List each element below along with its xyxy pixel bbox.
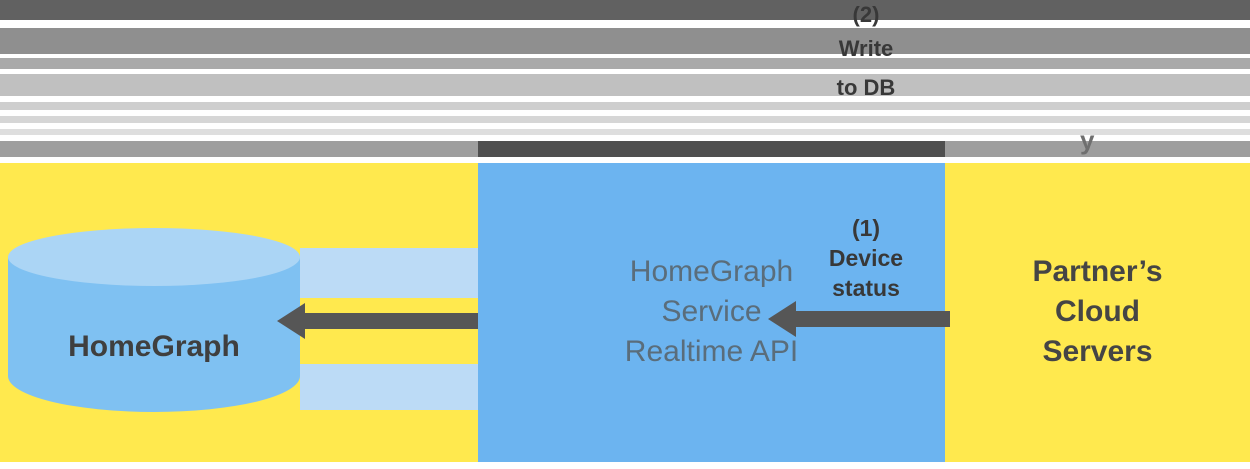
device-status-arrow-shaft [794,311,950,327]
banner-stripe [0,102,1250,110]
homegraph-service-label-line2: Service [661,295,762,328]
homegraph-service-label-line3: Realtime API [624,335,799,368]
cylinder-smear-band [300,248,478,298]
write-to-db-label-line1: (2) [852,2,880,27]
banner-dark-bar [478,141,945,157]
banner-stripe [0,28,1250,54]
device-status-label-line2: Device [828,245,904,271]
banner-stripe [0,129,1250,135]
write-to-db-label-line3: to DB [836,75,896,100]
homegraph-service-label-line1: HomeGraph [629,255,794,288]
device-status-label-line1: (1) [851,215,881,241]
device-status-arrow-head [768,301,796,337]
partner-cloud-label-line3: Servers [1042,335,1153,368]
partner-cloud-label-line1: Partner’s [1032,255,1163,288]
banner-stripe [0,0,1250,20]
cropped-text-fragment: y [1080,125,1095,155]
write-db-arrow-head [277,303,305,339]
homegraph-database-icon: HomeGraph [8,228,300,414]
banner-stripe [0,74,1250,96]
homegraph-database-label: HomeGraph [68,330,240,363]
partner-cloud-box [945,163,1250,462]
write-db-arrow-shaft [303,313,478,329]
write-to-db-label-line2: Write [838,36,894,61]
banner-stripe [0,58,1250,69]
device-status-label-line3: status [832,275,900,301]
cylinder-smear-band [300,364,478,410]
homegraph-service-label: HomeGraph Service Realtime API [478,252,945,372]
banner-stripe [0,116,1250,123]
partner-cloud-label: Partner’s Cloud Servers [945,252,1250,372]
partner-cloud-label-line2: Cloud [1055,295,1140,328]
database-cylinder-top [8,228,300,286]
